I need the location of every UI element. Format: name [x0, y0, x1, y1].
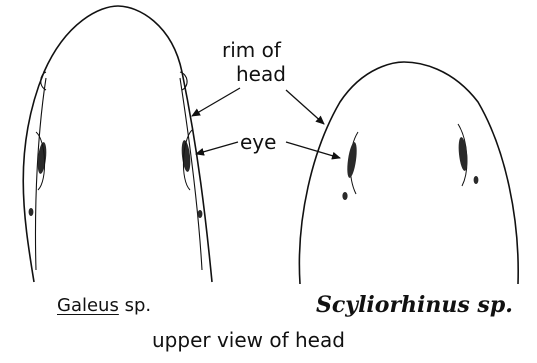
scyliorhinus-label: Scyliorhinus sp. — [316, 292, 513, 318]
eye-label: eye — [240, 130, 276, 154]
eye-arrow-left — [196, 142, 238, 154]
galeus-spiracle-right — [198, 210, 203, 218]
galeus-spiracle-left — [29, 208, 34, 216]
scyliorhinus-spiracle-left — [342, 192, 347, 200]
galeus-genus: Galeus — [57, 295, 119, 316]
scyliorhinus-eye-left — [346, 142, 359, 179]
rim-arrow-left — [192, 88, 240, 116]
scyliorhinus-head-outline — [299, 62, 518, 284]
figure-caption: upper view of head — [152, 328, 345, 352]
eye-arrow-right — [286, 142, 340, 158]
galeus-label: Galeus sp. — [57, 295, 151, 316]
rim-label-line1: rim of — [222, 38, 281, 62]
rim-arrow-right — [286, 90, 324, 124]
galeus-species-abbrev: sp. — [119, 295, 151, 316]
rim-label-line2: head — [236, 62, 286, 86]
scyliorhinus-spiracle-right — [474, 176, 479, 184]
